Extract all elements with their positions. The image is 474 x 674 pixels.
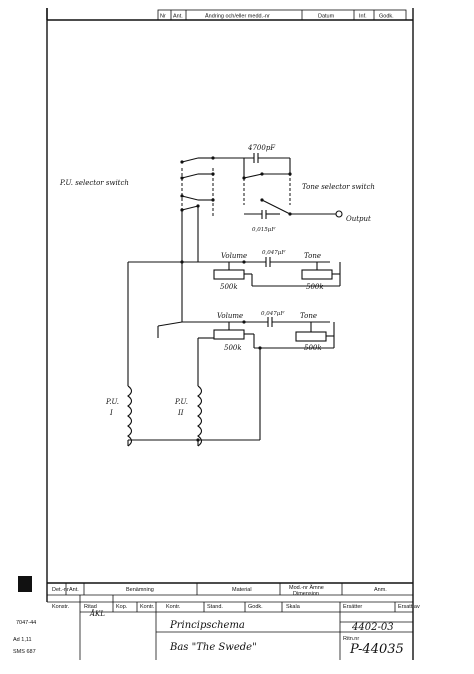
volume-1-value: 500k <box>220 283 238 291</box>
volume-1-pot-icon <box>213 269 245 280</box>
cap-0047-b-label: 0,047µF <box>261 311 284 317</box>
form-number: 7047-44 <box>16 620 36 626</box>
rev-inf-label: Inf. <box>359 14 367 20</box>
tone-selector-switch-symbol <box>242 158 292 216</box>
anm-label: Anm. <box>374 587 387 593</box>
pickup-2-number: II <box>177 409 184 417</box>
material-label: Material <box>232 587 252 593</box>
schematic: P.U. selector switch 4700pF Tone selecto… <box>59 144 375 447</box>
sms-number: SMS 687 <box>13 649 36 655</box>
tone-selector-switch-label: Tone selector switch <box>302 183 375 191</box>
volume-2-label: Volume <box>217 312 243 320</box>
dimension-label: Dimension <box>293 591 319 597</box>
output-jack-icon <box>335 210 343 218</box>
tone-1-pot-icon <box>301 269 333 280</box>
cap-0015-label: 0,015µF <box>252 227 275 233</box>
rev-godk-label: Godk. <box>379 14 394 20</box>
rev-datum-label: Datum <box>318 14 335 20</box>
revision-header: Nr Ant. Ändring och/eller medd.-nr Datum… <box>157 9 407 21</box>
kop-label: Kop. <box>116 604 128 610</box>
cap-4700pf-label: 4700pF <box>247 144 276 152</box>
rev-ant-label: Ant. <box>173 14 183 20</box>
tone-2-value: 500k <box>304 344 322 352</box>
det-nr-label: Det.-nr <box>52 587 69 593</box>
ritad-label: Ritad <box>84 604 97 610</box>
drawing-title-line2: Bas "The Swede" <box>169 642 257 653</box>
pickup-1-coil-icon <box>127 385 133 447</box>
ant-label: Ant. <box>69 587 79 593</box>
title-block: Det.-nr Ant. Benämning Material Mod.-nr … <box>47 583 420 660</box>
pu-selector-switch-symbol <box>180 156 215 218</box>
drawing-number: P-44035 <box>349 642 404 657</box>
tone-2-label: Tone <box>300 312 317 320</box>
mod-nr-label: Mod.-nr Ämne <box>289 584 324 591</box>
ritad-signature: ÅKL <box>89 609 105 618</box>
sheet-frame <box>46 8 414 660</box>
kontr-label-2: Kontr. <box>166 604 181 610</box>
rev-change-label: Ändring och/eller medd.-nr <box>205 13 270 20</box>
stand-label: Stand. <box>207 604 223 610</box>
volume-2-value: 500k <box>224 344 242 352</box>
ersatt-av-label: Ersatt av <box>398 604 420 610</box>
pickup-2-label: P.U. <box>174 398 188 406</box>
skala-label: Skala <box>286 604 301 610</box>
godk-label: Godk. <box>248 604 263 610</box>
rev-nr-label: Nr <box>160 14 166 20</box>
pickup-1-label: P.U. <box>105 398 119 406</box>
volume-1-label: Volume <box>221 252 247 260</box>
ritn-nr-label: Ritn.nr <box>343 636 359 642</box>
cap-0047-a-label: 0,047µF <box>262 250 285 256</box>
ersatter-label: Ersätter <box>343 604 362 610</box>
pickup-1-number: I <box>109 409 113 417</box>
volume-2-pot-icon <box>213 329 245 340</box>
ad-number: Ad 1,11 <box>13 637 32 643</box>
kontr-label: Kontr. <box>140 604 155 610</box>
tone-1-label: Tone <box>304 252 321 260</box>
benamning-label: Benämning <box>126 587 154 593</box>
output-label: Output <box>346 215 371 223</box>
pickup-2-coil-icon <box>197 385 203 447</box>
drawing-title-line1: Principschema <box>169 620 245 631</box>
pu-selector-switch-label: P.U. selector switch <box>59 179 129 187</box>
company-logo-icon <box>18 576 32 592</box>
tone-2-pot-icon <box>295 331 327 342</box>
margin-stamp: 7047-44 Ad 1,11 SMS 687 <box>13 576 36 655</box>
tone-1-value: 500k <box>306 283 324 291</box>
konstr-label: Konstr. <box>52 604 70 610</box>
drawing-number-top: 4402-03 <box>351 622 394 633</box>
